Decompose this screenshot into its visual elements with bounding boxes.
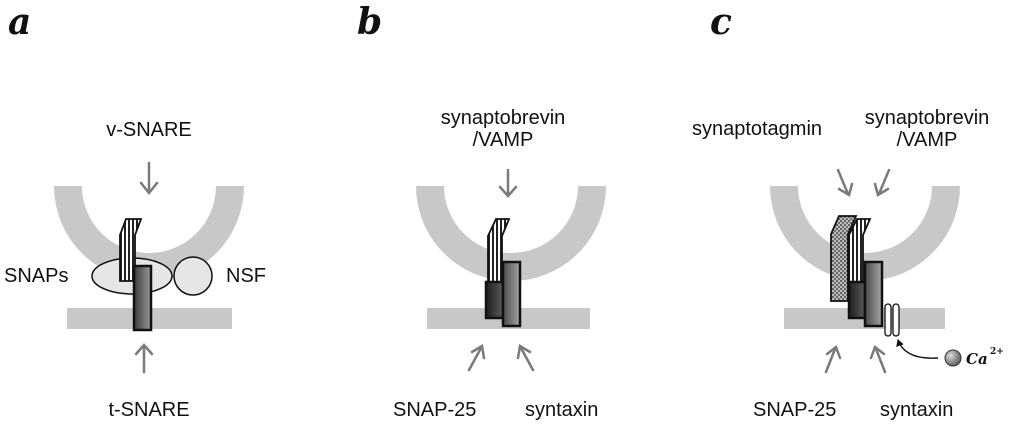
t-snare-arrow [134,343,154,374]
snaps-label: SNAPs [4,265,68,287]
synaptotagmin-label: synaptotagmin [692,118,822,140]
syntaxin-protein [501,260,522,328]
synaptobrevin-label-line2: /VAMP [897,129,958,151]
syntaxin-protein [863,260,884,328]
calcium-influx-arrow [896,339,939,359]
synaptobrevin-label-line1: synaptobrevin [865,107,990,129]
syntaxin-arrow [869,344,887,374]
panel-letter-c: c [710,1,732,43]
snap-25-arrow [824,344,842,374]
panel-letter-b: b [357,1,382,43]
panel-b: b synaptobrevin /VAMP SNAP-25 syntaxin [357,1,606,421]
snap-25-protein [847,280,867,320]
calcium-ion-charge: 2+ [990,347,1004,357]
v-snare-arrow [139,161,159,196]
synaptotagmin-arrow [836,168,854,197]
t-snare-label: t-SNARE [108,399,189,421]
calcium-channel [884,303,900,337]
synaptobrevin-label-line1: synaptobrevin [441,107,566,129]
calcium-ion [944,349,962,367]
syntaxin-label: syntaxin [880,399,953,421]
panel-c: c synaptotagmin synaptobrevin /VAMP [692,1,1004,421]
snap-25-arrow [467,343,486,372]
vesicle-membrane [54,185,244,281]
panel-letter-a: a [8,1,31,43]
vesicle-membrane [416,185,606,281]
synaptobrevin-label-line2: /VAMP [473,129,534,151]
synaptobrevin-arrow [873,168,891,197]
v-snare-label: v-SNARE [106,119,192,141]
snap-25-protein [484,280,505,320]
t-snare-protein [132,264,153,332]
snap-25-label: SNAP-25 [753,399,836,421]
synaptotagmin-protein [830,215,858,302]
syntaxin-label: syntaxin [525,399,598,421]
nsf-protein [173,256,213,296]
v-snare-protein [119,218,143,282]
syntaxin-arrow [516,343,535,372]
calcium-ion-label: Ca [966,350,988,368]
snap-25-label: SNAP-25 [393,399,476,421]
synaptobrevin-arrow [498,168,518,198]
panel-a: a v-SNARE SNAPs NSF t-SNARE [4,1,266,421]
nsf-label: NSF [226,265,266,287]
